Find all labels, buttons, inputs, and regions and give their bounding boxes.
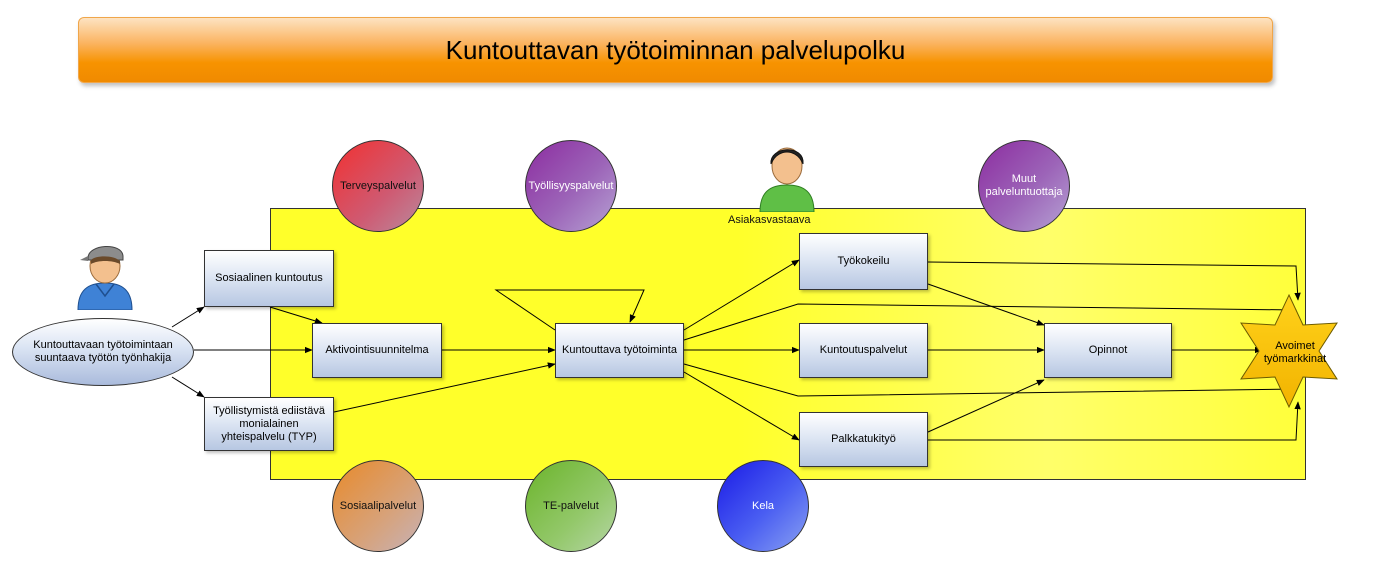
box-kuntoutuspalvelut: Kuntoutuspalvelut bbox=[799, 323, 928, 378]
goal-star-icon bbox=[1240, 293, 1338, 409]
service-muut-palveluntuottaja: Muut palveluntuottaja bbox=[978, 140, 1070, 232]
client-person-icon bbox=[77, 246, 133, 310]
box-typ: Työllistymistä ediistävä monialainen yht… bbox=[204, 397, 334, 451]
box-opinnot: Opinnot bbox=[1044, 323, 1172, 378]
diagram-title: Kuntouttavan työtoiminnan palvelupolku bbox=[445, 34, 906, 65]
box-tyokokeilu: Työkokeilu bbox=[799, 233, 928, 290]
box-aktivointisuunnitelma: Aktivointisuunnitelma bbox=[312, 323, 442, 378]
service-tyollisyyspalvelut: Työllisyyspalvelut bbox=[525, 140, 617, 232]
service-terveyspalvelut: Terveyspalvelut bbox=[332, 140, 424, 232]
service-te-palvelut: TE-palvelut bbox=[525, 460, 617, 552]
service-kela: Kela bbox=[717, 460, 809, 552]
service-sosiaalipalvelut: Sosiaalipalvelut bbox=[332, 460, 424, 552]
box-kuntouttava-tyotoiminta: Kuntouttava työtoiminta bbox=[555, 323, 684, 378]
goal-label: Avoimet työmarkkinat bbox=[1263, 340, 1327, 365]
caseworker-zone-label: Asiakasvastaava bbox=[728, 214, 811, 226]
client-ellipse: Kuntouttavaan työtoimintaan suuntaava ty… bbox=[12, 318, 194, 386]
box-palkkatukityo: Palkkatukityö bbox=[799, 412, 928, 467]
box-sosiaalinen-kuntoutus: Sosiaalinen kuntoutus bbox=[204, 250, 334, 307]
caseworker-person-icon bbox=[759, 147, 815, 212]
title-banner: Kuntouttavan työtoiminnan palvelupolku bbox=[78, 17, 1273, 83]
